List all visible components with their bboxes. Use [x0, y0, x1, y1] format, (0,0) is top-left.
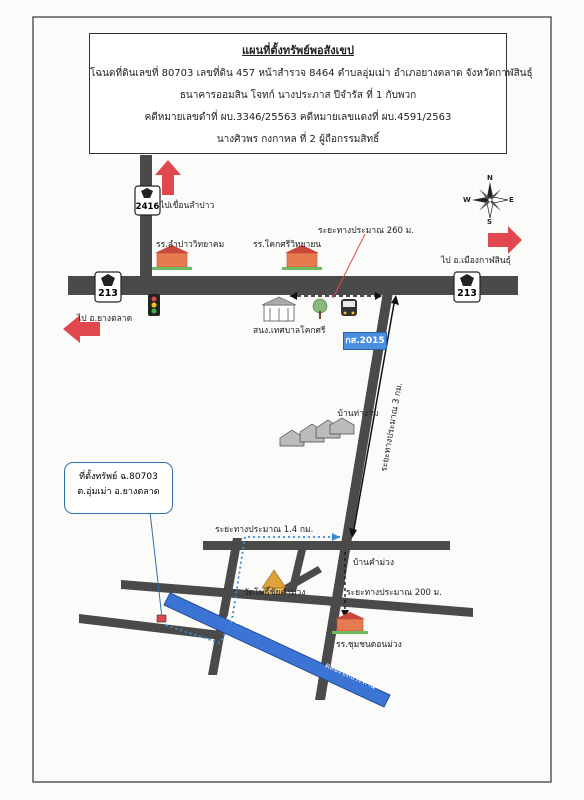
arrow-east-icon [488, 226, 522, 254]
highway-213 [68, 276, 518, 295]
road-side-2 [276, 566, 322, 596]
compass-s: S [487, 218, 493, 226]
temple-icon [261, 569, 287, 595]
label-village-thangam: บ้านท่างาม [337, 409, 379, 419]
dist-260-arrowhead-right [375, 292, 382, 300]
dist-3km-arrowhead-top [391, 295, 399, 305]
label-village-khammuang: บ้านคำม่วง [353, 558, 394, 568]
municipality-icon [261, 296, 297, 322]
route-shield-213-left [94, 271, 122, 303]
label-dist-200: ระยะทางประมาณ 200 ม. [346, 588, 442, 598]
compass-n: N [487, 174, 493, 182]
route-shield-213-right [453, 271, 481, 303]
map-border [32, 16, 552, 783]
label-to-yang-talat: ไป อ.ยางตลาด [77, 314, 133, 324]
tree-icon [312, 298, 328, 319]
owner-info: นางศิวพร กงกาหล ที่ 2 ผู้ถือกรรมสิทธิ์ [216, 134, 380, 145]
school-icon [152, 245, 192, 270]
arrow-north-icon [155, 160, 181, 195]
label-to-dam: ไปเขื่อนลำปาว [160, 201, 215, 211]
deed-info: โฉนดที่ดินเลขที่ 80703 เลขที่ดิน 457 หน้… [90, 68, 533, 79]
callout-location: ต.อุ่มเม่า อ.ยางตลาด [77, 487, 160, 498]
label-dist-1-4km: ระยะทางประมาณ 1.4 กม. [215, 525, 314, 535]
route-shield-2416 [134, 185, 161, 216]
case-number-info: คดีหมายเลขดำที่ ผบ.3346/25563 คดีหมายเลข… [144, 112, 452, 123]
header-box: แผนที่ตั้งทรัพย์พอสังเขป โฉนดที่ดินเลขที… [89, 33, 533, 154]
property-callout: ที่ตั้งทรัพย์ ฉ.80703 ต.อุ่มเม่า อ.ยางตล… [64, 462, 173, 514]
compass-rose-icon [472, 182, 509, 219]
property-marker-icon [156, 614, 167, 623]
dist-200-arrowhead [341, 610, 349, 618]
route-badge-kaor: กส.2015 [343, 332, 387, 350]
compass-w: W [463, 196, 471, 204]
label-school-khokkhruea: รร.โคกศรีวิทยายน [253, 240, 322, 250]
label-school-lampao: รร.ลำปาววิทยาคม [156, 240, 225, 250]
road-khammuang-middle [121, 580, 473, 617]
dist-260-leader [332, 233, 366, 299]
label-temple: วัดโพธิ์ชัยคำม่วง [244, 588, 306, 598]
plaintiff-info: ธนาคารออมสิน โจทก์ นางประภาส ปีจำรัส ที่… [179, 90, 417, 101]
dist-260-arrowhead-left [290, 292, 297, 300]
school-icon [282, 245, 322, 270]
bus-icon [341, 299, 357, 316]
village-houses-icon [279, 417, 355, 447]
route-arrowhead [332, 533, 340, 541]
dist-3km-line [352, 297, 396, 536]
route-number-2416: 2416 [135, 202, 160, 212]
label-municipality: สนง.เทศบาลโคกศรี [253, 326, 326, 336]
route-number-213-left: 213 [98, 288, 118, 299]
school-icon [332, 612, 368, 634]
route-number-213-right: 213 [457, 288, 477, 299]
road-west-lower [79, 614, 221, 640]
dist-3km-arrowhead-bottom [349, 528, 357, 538]
label-school-khammuang: รร.ชุมชนดอนม่วง [336, 640, 402, 650]
map-title: แผนที่ตั้งทรัพย์พอสังเขป [242, 44, 354, 57]
compass-e: E [509, 196, 514, 204]
label-dist-260: ระยะทางประมาณ 260 ม. [318, 226, 414, 236]
irrigation-canal [163, 592, 391, 708]
label-to-kalasin: ไป อ.เมืองกาฬสินธุ์ [441, 256, 511, 266]
callout-deed: ที่ตั้งทรัพย์ ฉ.80703 [79, 472, 158, 482]
arrow-west-icon [63, 315, 100, 343]
road-khammuang-upper [203, 541, 450, 550]
road-2416 [140, 155, 152, 281]
callout-pointer [149, 511, 163, 619]
road-west-vertical [208, 538, 242, 675]
